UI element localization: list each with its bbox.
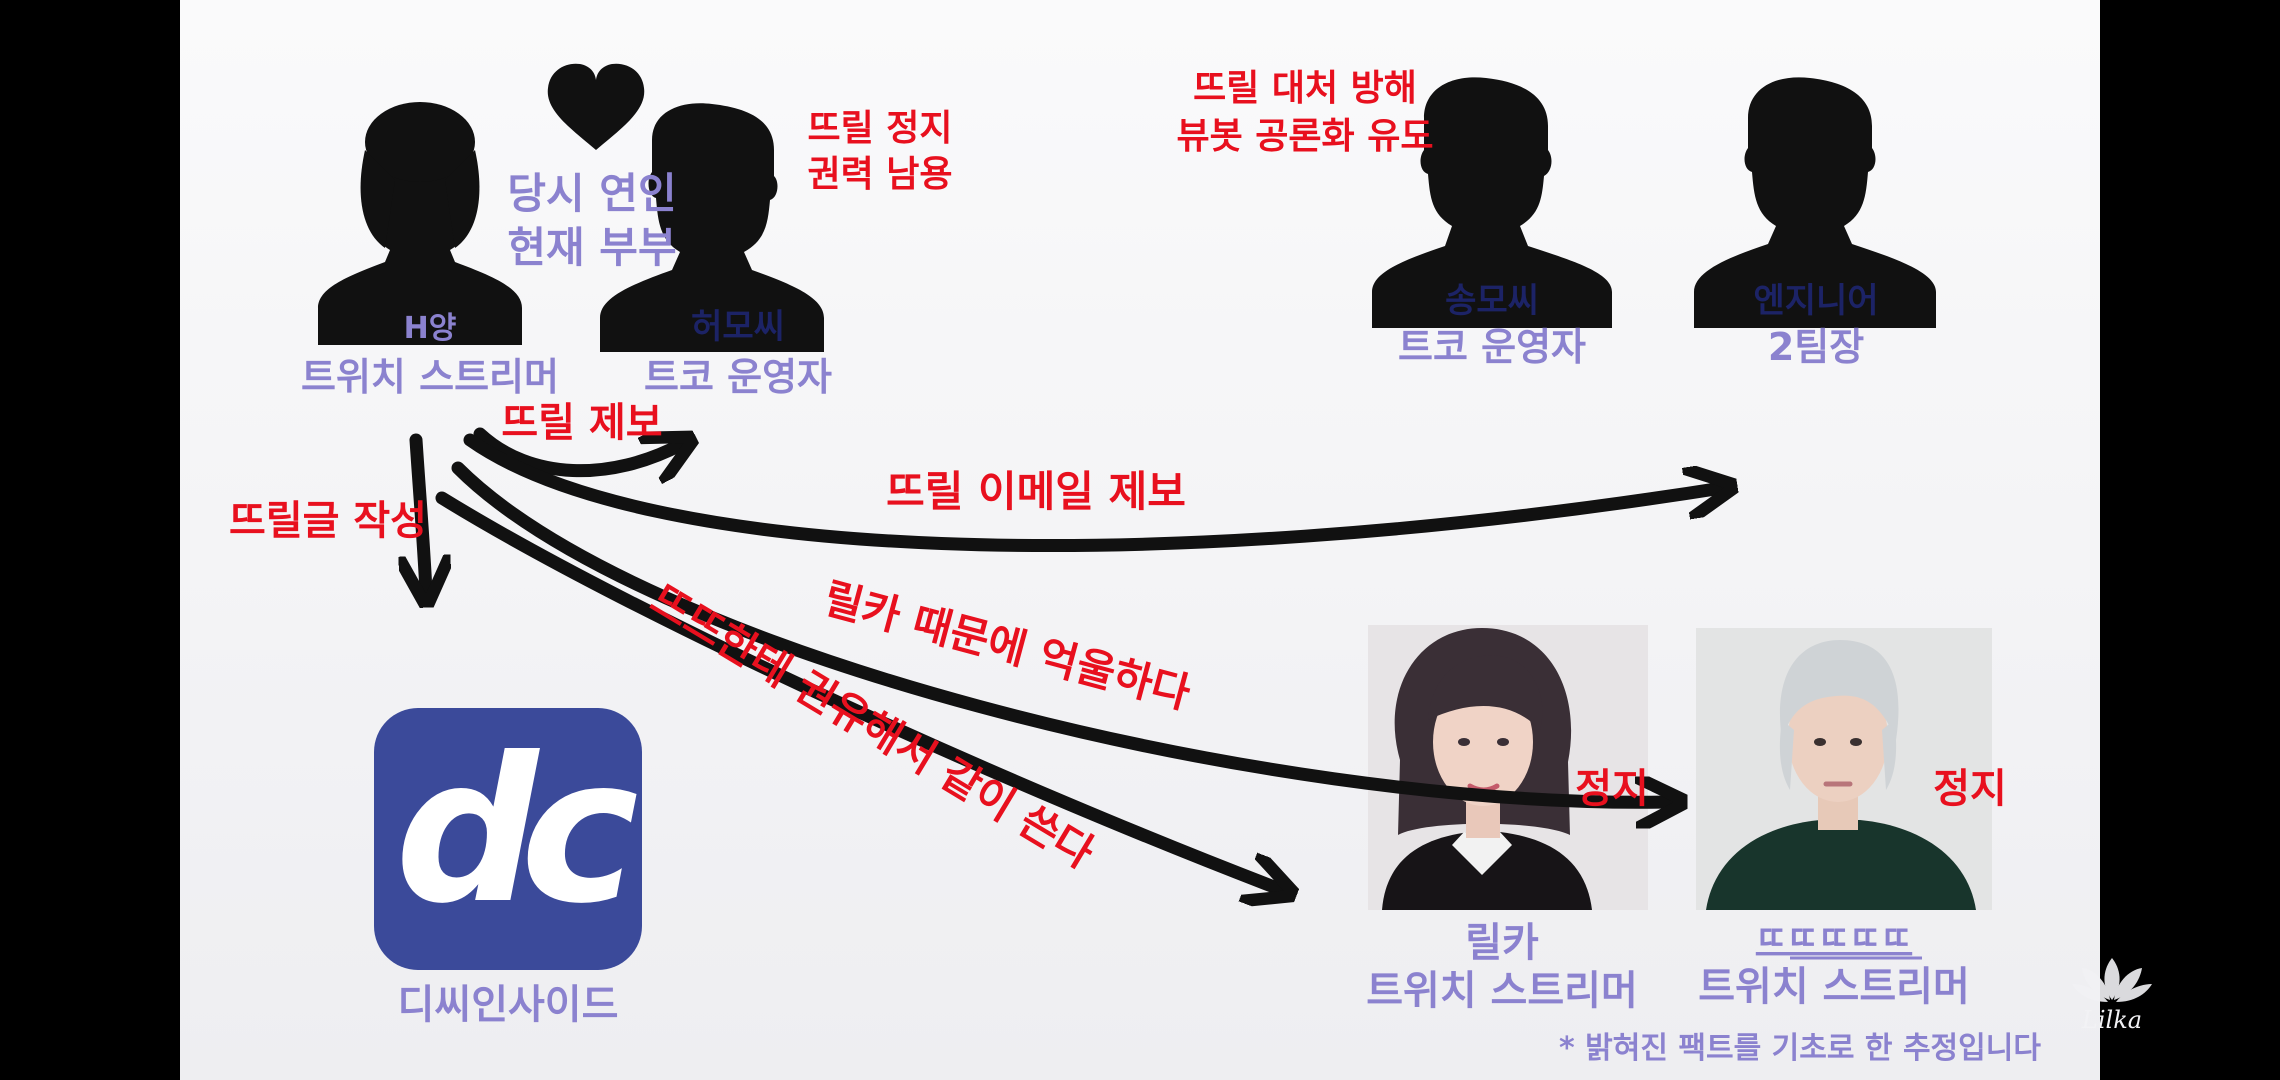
suspend-label-rilka: 정지	[1575, 766, 1649, 812]
name-tag-engineer: 엔지니어	[1753, 281, 1878, 321]
name-tag-heo: 허모씨	[691, 307, 785, 347]
silhouette-h-female	[318, 102, 522, 345]
dc-name: 디씨인사이드	[398, 982, 619, 1028]
dc-logo-text: dc	[395, 715, 637, 948]
role-ddd: 트위치 스트리머	[1698, 964, 1970, 1010]
heo-note-line1: 뜨릴 정지	[807, 108, 952, 149]
photo-ddd	[1696, 628, 1992, 910]
heo-note-line2: 권력 남용	[807, 154, 952, 195]
role-h: 트위치 스트리머	[301, 355, 559, 399]
name-ddd: ㄸㄸㄸㄸㄸ	[1756, 919, 1912, 959]
silhouette-engineer-male	[1694, 77, 1936, 328]
arrow-report	[473, 427, 682, 471]
dc-logo-icon	[374, 708, 642, 970]
label-email: 뜨릴 이메일 제보	[886, 467, 1186, 516]
silhouette-song-male	[1372, 77, 1612, 328]
silhouette-heo-male	[600, 103, 824, 352]
arrow-email	[463, 433, 1722, 552]
arrow-resent	[451, 461, 1672, 802]
heart-icon	[547, 63, 645, 151]
role-heo: 트코 운영자	[644, 355, 832, 399]
label-report: 뜨릴 제보	[501, 400, 662, 446]
name-rilka: 릴카	[1465, 920, 1539, 966]
relationship-line1: 당시 연인	[507, 169, 676, 218]
footnote: * 밝혀진 팩트를 기초로 한 추정입니다	[1559, 1031, 2041, 1066]
watermark-text: Lilka	[2081, 1006, 2142, 1034]
name-tag-h: H양	[404, 311, 457, 346]
photo-rilka	[1368, 625, 1648, 910]
role-rilka: 트위치 스트리머	[1366, 968, 1638, 1014]
arrow-recruit	[435, 491, 1282, 890]
label-write: 뜨릴글 작성	[229, 498, 427, 544]
arrow-write	[416, 433, 426, 592]
role-engineer: 2팀장	[1768, 325, 1864, 369]
song-note-line2: 뷰봇 공론화 유도	[1177, 116, 1434, 157]
arrows	[416, 427, 1722, 890]
relationship-line2: 현재 부부	[507, 223, 676, 272]
lotus-watermark-icon	[2072, 958, 2152, 1002]
role-song: 트코 운영자	[1398, 325, 1586, 369]
song-note-line1: 뜨릴 대처 방해	[1193, 68, 1417, 109]
name-tag-song: 송모씨	[1445, 281, 1539, 321]
suspend-label-ddd: 정지	[1933, 766, 2007, 812]
